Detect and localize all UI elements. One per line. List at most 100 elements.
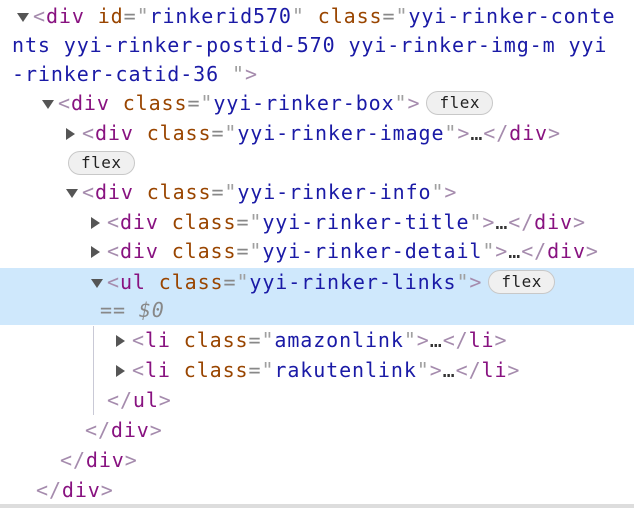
closing-div[interactable]: </div> [85, 416, 163, 445]
attr-name: class [133, 180, 212, 204]
tag-name: ul [119, 270, 146, 294]
attr-wrap[interactable]: nts yyi-rinker-postid-570 yyi-rinker-img… [12, 31, 607, 60]
node-div-rinker-info[interactable]: <div class="yyi-rinker-info"> [66, 178, 457, 207]
quote: " [200, 91, 214, 115]
expand-triangle-icon[interactable] [42, 100, 54, 109]
attr-name: class [133, 121, 212, 145]
tag-bracket: < [58, 91, 71, 115]
attr-name: class [158, 210, 237, 234]
equals-sign: = [123, 4, 137, 28]
equals-sign: = [382, 4, 396, 28]
expand-triangle-icon[interactable] [66, 189, 78, 198]
flex-badge[interactable]: flex [68, 150, 135, 175]
collapsed-ellipsis: … [429, 328, 443, 352]
tag-bracket: </ [483, 121, 510, 145]
tag-bracket: </ [60, 448, 86, 472]
closing-div[interactable]: </div> [36, 476, 114, 505]
tag-name: div [509, 121, 548, 145]
quote: " [431, 180, 445, 204]
equals-sign: = [187, 91, 201, 115]
collapse-triangle-icon[interactable] [66, 128, 75, 140]
tag-name: div [547, 239, 586, 263]
expand-triangle-icon[interactable] [91, 279, 103, 288]
tag-bracket: > [507, 358, 521, 382]
tag-bracket: </ [442, 328, 469, 352]
quote: " [469, 210, 483, 234]
quote: " [482, 239, 496, 263]
node-li-amazonlink[interactable]: <li class="amazonlink">…</li> [116, 326, 507, 355]
tag-bracket: </ [508, 210, 535, 234]
panel-divider[interactable] [0, 504, 634, 508]
tag-name: li [468, 328, 495, 352]
tag-bracket: </ [455, 358, 482, 382]
attr-name: class [158, 239, 237, 263]
flex-badge-row[interactable]: flex [68, 149, 135, 178]
attr-value: yyi-rinker-image [237, 121, 445, 145]
tag-name: div [94, 121, 134, 145]
attr-name: class [304, 4, 383, 28]
tag-bracket: > [124, 448, 138, 472]
tag-name: div [94, 180, 134, 204]
equals-sign: = [248, 358, 262, 382]
quote: " [456, 270, 470, 294]
quote: " [249, 210, 263, 234]
node-div-rinker-detail[interactable]: <div class="yyi-rinker-detail">…</div> [91, 237, 599, 266]
node-div-rinker-contents[interactable]: <div id="rinkerid570" class="yyi-rinker-… [17, 2, 616, 31]
quote: " [261, 328, 275, 352]
tag-name: li [144, 358, 171, 382]
closing-ul[interactable]: </ul> [107, 386, 172, 415]
attr-value: yyi-rinker-info [237, 180, 432, 204]
tag-name: div [119, 239, 159, 263]
attr-name: class [109, 91, 188, 115]
attr-value: yyi-rinker-detail [262, 239, 483, 263]
collapse-triangle-icon[interactable] [91, 246, 100, 258]
collapse-triangle-icon[interactable] [116, 335, 125, 347]
flex-badge[interactable]: flex [488, 269, 555, 294]
tag-bracket: < [82, 121, 95, 145]
tag-name: div [61, 478, 101, 502]
collapsed-ellipsis: … [495, 210, 509, 234]
collapse-triangle-icon[interactable] [91, 217, 100, 229]
tag-name: li [144, 328, 171, 352]
tag-name: div [45, 4, 85, 28]
equals-sign: = [236, 210, 250, 234]
collapsed-ellipsis: … [470, 121, 484, 145]
tag-bracket: > [457, 121, 471, 145]
attr-wrap[interactable]: -rinker-catid-36 "> [12, 60, 258, 89]
equals-sign: = [248, 328, 262, 352]
tag-bracket: </ [521, 239, 548, 263]
tag-bracket: < [107, 270, 120, 294]
tag-bracket: </ [36, 478, 62, 502]
attr-value: nts yyi-rinker-postid-570 yyi-rinker-img… [12, 33, 608, 57]
quote: " [395, 4, 409, 28]
equals-sign: = [236, 239, 250, 263]
node-li-rakutenlink[interactable]: <li class="rakutenlink">…</li> [116, 356, 521, 385]
attr-value: yyi-rinker-conte [408, 4, 616, 28]
tag-bracket: < [132, 328, 145, 352]
attr-name: class [170, 358, 249, 382]
quote: " [403, 328, 417, 352]
node-div-rinker-box[interactable]: <div class="yyi-rinker-box">flex [42, 89, 493, 118]
quote: " [136, 4, 150, 28]
tag-bracket: > [469, 270, 483, 294]
node-ul-rinker-links[interactable]: <ul class="yyi-rinker-links">flex [91, 268, 555, 297]
attr-value: yyi-rinker-links [249, 270, 457, 294]
tag-bracket: > [416, 328, 430, 352]
collapse-triangle-icon[interactable] [116, 365, 125, 377]
tag-bracket: > [482, 210, 496, 234]
tag-bracket: > [429, 358, 443, 382]
selected-node-ref[interactable]: == $0 [100, 296, 165, 325]
flex-badge[interactable]: flex [426, 90, 493, 115]
equals-sign: = [223, 270, 237, 294]
attr-value: rakutenlink [274, 358, 417, 382]
node-div-rinker-title[interactable]: <div class="yyi-rinker-title">…</div> [91, 208, 586, 237]
equals-sign: = [211, 121, 225, 145]
attr-value: amazonlink [274, 328, 404, 352]
node-div-rinker-image[interactable]: <div class="yyi-rinker-image">…</div> [66, 119, 561, 148]
closing-div[interactable]: </div> [60, 446, 138, 475]
quote: " [249, 239, 263, 263]
tag-name: div [85, 448, 125, 472]
tag-bracket: < [107, 239, 120, 263]
expand-triangle-icon[interactable] [17, 13, 29, 22]
quote: " [232, 62, 245, 86]
